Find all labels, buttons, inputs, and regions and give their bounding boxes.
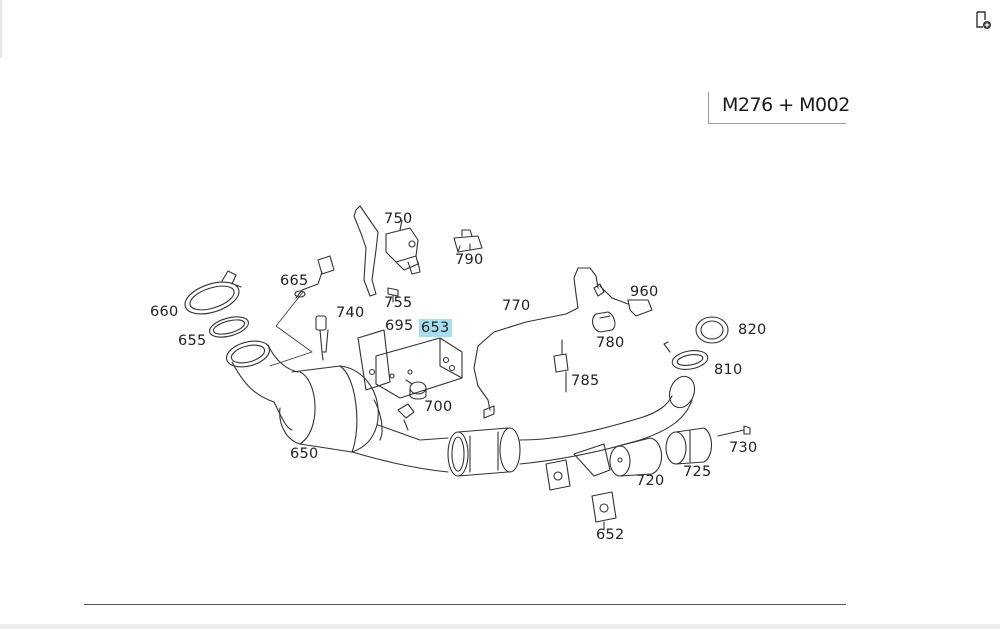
part-700-rubber-mount[interactable]	[405, 379, 427, 400]
part-755-bolt[interactable]	[387, 287, 399, 303]
callout-652[interactable]: 652	[596, 527, 625, 543]
engine-code-frame	[708, 92, 846, 124]
engine-code-label: M276 + M002	[722, 94, 850, 116]
part-780-clamp[interactable]	[591, 311, 616, 333]
callout-750[interactable]: 750	[384, 211, 413, 227]
callout-695[interactable]: 695	[385, 318, 414, 334]
callout-785[interactable]: 785	[571, 373, 600, 389]
part-heat-shield-bracket[interactable]	[573, 443, 611, 477]
callout-720[interactable]: 720	[636, 473, 665, 489]
part-960-sensor[interactable]	[593, 283, 653, 317]
part-655-gasket[interactable]	[207, 313, 250, 341]
callout-810[interactable]: 810	[714, 362, 743, 378]
callout-653[interactable]: 653	[419, 319, 452, 337]
part-750-bracket[interactable]	[353, 205, 421, 297]
part-725-muffler[interactable]	[665, 427, 713, 465]
callout-820[interactable]: 820	[738, 322, 767, 338]
callout-725[interactable]: 725	[683, 464, 712, 480]
part-770-sensor-cable[interactable]	[473, 267, 599, 419]
callout-660[interactable]: 660	[150, 304, 179, 320]
part-730-bolt[interactable]	[717, 425, 751, 437]
part-660-clamp[interactable]	[181, 270, 243, 320]
callout-755[interactable]: 755	[384, 295, 413, 311]
callout-770[interactable]: 770	[502, 298, 531, 314]
diagram-bottom-rule	[84, 604, 846, 605]
callout-740[interactable]: 740	[336, 305, 365, 321]
part-650-catalytic-converter[interactable]	[224, 337, 449, 473]
part-740-sensor[interactable]	[315, 315, 329, 361]
bottom-scroll-edge	[0, 624, 1000, 629]
part-652-rubber-hanger[interactable]	[545, 459, 617, 531]
part-695-bracket[interactable]	[357, 329, 391, 391]
callout-780[interactable]: 780	[596, 335, 625, 351]
callout-730[interactable]: 730	[729, 440, 758, 456]
callout-655[interactable]: 655	[178, 333, 207, 349]
leader-lines-665	[269, 291, 313, 367]
callout-650[interactable]: 650	[290, 446, 319, 462]
callout-665[interactable]: 665	[280, 273, 309, 289]
part-810-clamp[interactable]	[663, 341, 709, 372]
part-653-bracket[interactable]	[375, 337, 463, 399]
document-add-icon	[976, 11, 991, 29]
callout-960[interactable]: 960	[630, 284, 659, 300]
callout-700[interactable]: 700	[424, 399, 453, 415]
callout-790[interactable]: 790	[455, 252, 484, 268]
add-to-document-button[interactable]	[971, 8, 995, 32]
part-785-holder[interactable]	[553, 339, 569, 393]
part-665-sensor[interactable]	[294, 255, 335, 299]
left-edge-strip	[0, 0, 2, 58]
part-720-muffler[interactable]	[609, 437, 663, 477]
part-790-connector[interactable]	[453, 229, 483, 253]
part-820-ring[interactable]	[695, 316, 729, 344]
